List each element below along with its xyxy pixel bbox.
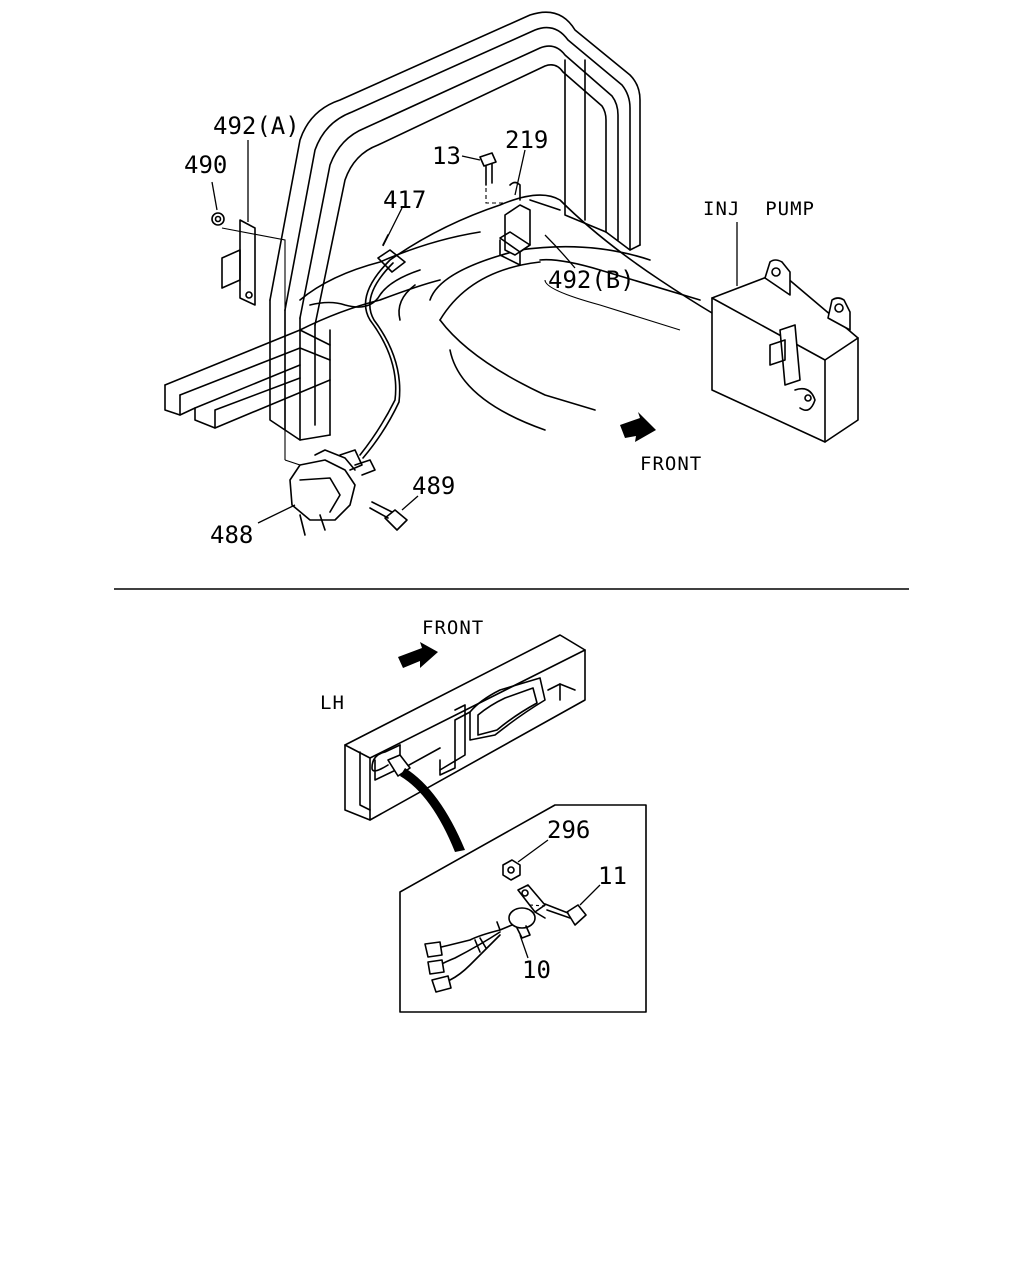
label-492a: 492(A) bbox=[213, 112, 300, 140]
sensor-10 bbox=[496, 884, 546, 939]
label-489: 489 bbox=[412, 472, 455, 500]
front-arrow-lower-icon bbox=[398, 642, 438, 668]
label-lh: LH bbox=[320, 692, 345, 714]
label-490: 490 bbox=[184, 151, 227, 179]
label-296: 296 bbox=[547, 816, 590, 844]
label-219: 219 bbox=[505, 126, 548, 154]
label-417: 417 bbox=[383, 186, 426, 214]
throttle-cable bbox=[359, 194, 771, 459]
bolt-11 bbox=[529, 903, 587, 926]
label-inj-pump: INJ PUMP bbox=[703, 198, 815, 220]
front-arrow-icon bbox=[620, 412, 656, 442]
injection-pump bbox=[711, 259, 859, 443]
label-10: 10 bbox=[522, 956, 551, 984]
nut-296 bbox=[502, 859, 521, 881]
lower-leader-lines bbox=[517, 839, 601, 959]
bolt-489 bbox=[369, 501, 408, 531]
switch-488 bbox=[284, 449, 376, 536]
label-13: 13 bbox=[432, 142, 461, 170]
label-11: 11 bbox=[598, 862, 627, 890]
detail-inset bbox=[399, 804, 647, 1013]
label-front-lower: FRONT bbox=[422, 617, 484, 639]
nut-490 bbox=[211, 212, 225, 226]
label-492b: 492(B) bbox=[548, 266, 635, 294]
cab-shell bbox=[269, 11, 641, 326]
label-488: 488 bbox=[210, 521, 253, 549]
frame-members bbox=[164, 299, 331, 441]
label-front-upper: FRONT bbox=[640, 453, 702, 475]
wire-harness bbox=[424, 929, 501, 993]
bracket-219 bbox=[499, 181, 561, 266]
side-rail bbox=[344, 634, 586, 821]
bolt-13 bbox=[479, 152, 505, 204]
upper-view: 492(A) 490 13 219 417 492(B) INJ PUMP FR… bbox=[164, 11, 859, 549]
bracket-492a bbox=[221, 219, 286, 460]
leader-lines bbox=[211, 140, 738, 524]
callout-swoosh bbox=[400, 768, 465, 852]
lower-view: FRONT LH 296 11 10 bbox=[320, 617, 647, 1013]
engine-hood bbox=[299, 231, 701, 431]
